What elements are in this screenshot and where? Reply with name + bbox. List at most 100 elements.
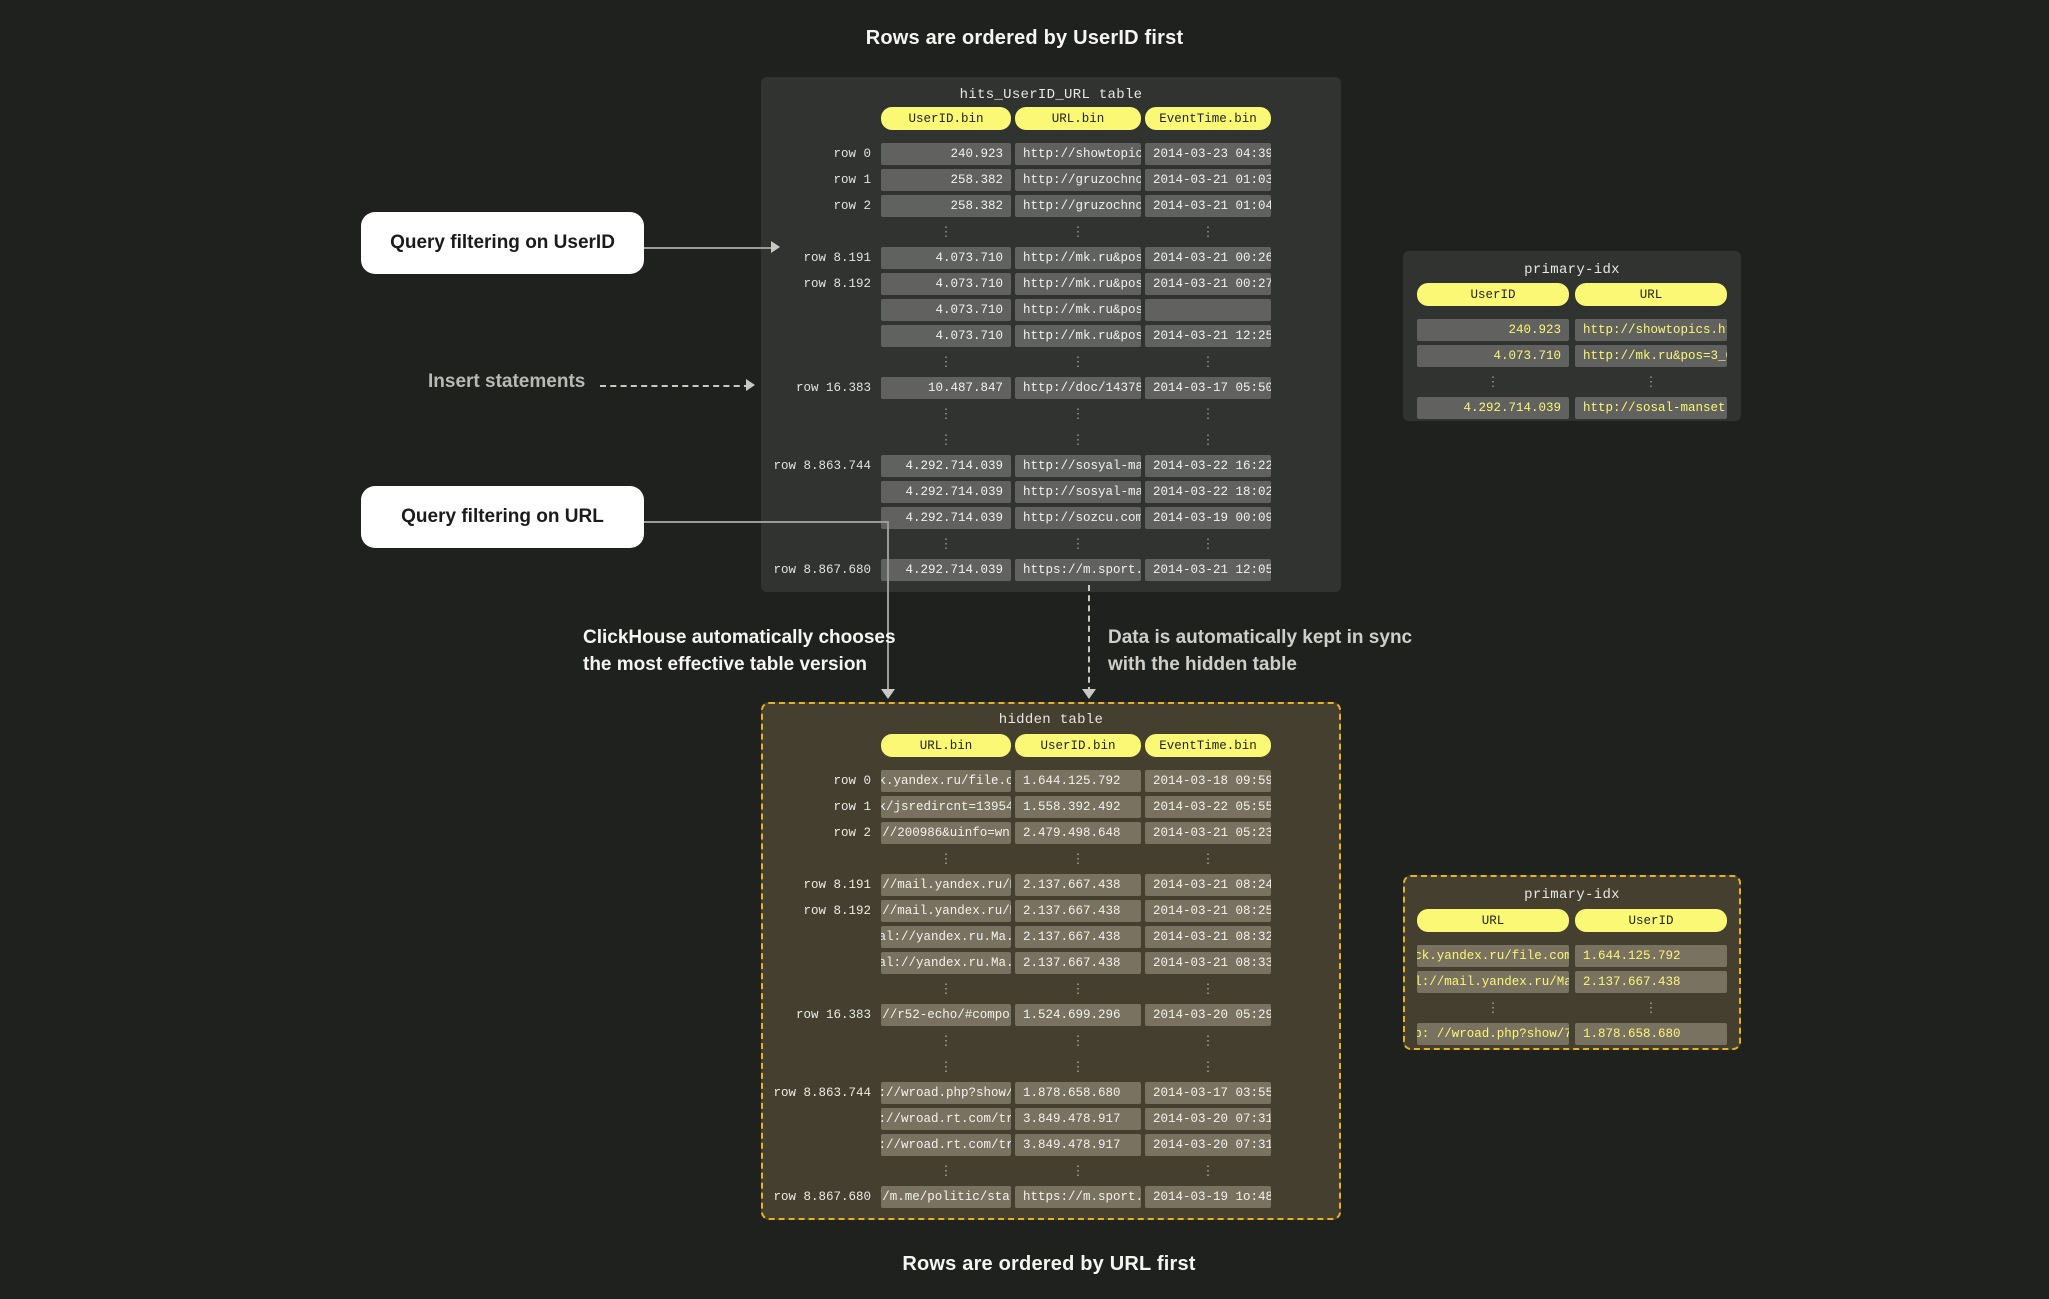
primary-idx-top-header-2: URL: [1575, 283, 1727, 306]
hidden-table-ellipsis-row: [773, 1160, 1329, 1182]
main-table-cell-url: http://gruzochno.ru/ekat...: [1015, 195, 1141, 217]
hidden-table-row-label: row 1: [833, 800, 871, 814]
hidden-table-ellipsis-row: [773, 1056, 1329, 1078]
primary-idx-bottom-ellipsis-row: [1417, 997, 1727, 1019]
primary-idx-top-cell-url: http://showtopics.html%3...: [1575, 319, 1727, 341]
main-table-row: row 2 258.382http://gruzochno.ru/ekat...2…: [773, 195, 1329, 217]
hidden-table-header-spacer: [773, 760, 1329, 770]
callout-query-filtering-url: Query filtering on URL: [361, 486, 644, 548]
primary-idx-top-cell-url: http://sosal-mansetleri...: [1575, 397, 1727, 419]
main-table-row-label: row 16.383: [795, 381, 871, 395]
hidden-table-row: row 8.867.680res://m.me/politic/stati...…: [773, 1186, 1329, 1208]
note-right-line1: Data is automatically kept in sync: [1108, 627, 1413, 648]
main-table-cell-userid: 258.382: [881, 195, 1011, 217]
hidden-table-cell-url: http://wroad.rt.com/tr/...: [881, 1108, 1011, 1130]
main-table-row-label: row 8.192: [803, 277, 871, 291]
connector-url-hline: [644, 521, 888, 523]
main-table-row-label: row 2: [833, 199, 871, 213]
vertical-ellipsis-icon: [881, 1030, 1011, 1052]
main-table-cell-url: http://mk.ru&pos=3_0: [1015, 325, 1141, 347]
page-title-bottom: Rows are ordered by URL first: [902, 1253, 1196, 1275]
main-table-cell-url: http://gruzochno.ru/ekat...: [1015, 169, 1141, 191]
hidden-table-cell-url: goal://mail.yandex.ru/Ma...: [881, 874, 1011, 896]
vertical-ellipsis-icon: [1145, 351, 1271, 373]
main-table-cell-time: 2014-03-21 12:05:41: [1145, 559, 1271, 581]
vertical-ellipsis-icon: [1015, 403, 1141, 425]
hidden-table-header-1: URL.bin: [881, 734, 1011, 757]
primary-idx-top-title: primary-idx: [1524, 262, 1620, 278]
connector-insert-dashed-line: [600, 385, 750, 387]
hidden-table-cell-userid: https://m.sport.airway/?: [1015, 1186, 1141, 1208]
vertical-ellipsis-icon: [1145, 429, 1271, 451]
primary-idx-bottom-cell-userid: 1.878.658.680: [1575, 1023, 1727, 1045]
vertical-ellipsis-icon: [881, 848, 1011, 870]
hidden-table-row: row 8.191goal://mail.yandex.ru/Ma...2.13…: [773, 874, 1329, 896]
main-table-ellipsis-row: [773, 533, 1329, 555]
vertical-ellipsis-icon: [881, 351, 1011, 373]
main-table-cell-url: http://sozcu.com.tr/oaut: [1015, 507, 1141, 529]
hidden-table-cell-userid: 2.137.667.438: [1015, 926, 1141, 948]
primary-idx-top-header-spacer: [1417, 309, 1727, 319]
main-table-cell-time: 2014-03-21 01:03:28: [1145, 169, 1271, 191]
vertical-ellipsis-icon: [1015, 1056, 1141, 1078]
main-table-row: row 16.38310.487.847http://doc/1437831&i…: [773, 377, 1329, 399]
hidden-table-cell-url: goal://200986&uinfo=wn-1...: [881, 822, 1011, 844]
hidden-table-cell-url: res://m.me/politic/stati...: [881, 1186, 1011, 1208]
main-table-cell-url: http://sosyal-mansetleri...: [1015, 455, 1141, 477]
main-table-header-1: UserID.bin: [881, 107, 1011, 130]
note-left-line2: the most effective table version: [583, 653, 868, 675]
hidden-table-cell-time: 2014-03-21 08:24:50: [1145, 874, 1271, 896]
hidden-table-cell-url: /click.yandex.ru/file.co ...: [881, 770, 1011, 792]
hidden-table-cell-userid: 2.137.667.438: [1015, 952, 1141, 974]
primary-idx-bottom-row: goal://mail.yandex.ru/Ma...2.137.667.438: [1417, 971, 1727, 993]
main-table-row-label: row 0: [833, 147, 871, 161]
hidden-table-row-label: row 16.383: [795, 1008, 871, 1022]
main-table-cell-time: 2014-03-21 01:04:08: [1145, 195, 1271, 217]
vertical-ellipsis-icon: [1015, 1030, 1141, 1052]
connector-insert-arrow-icon: [746, 379, 755, 391]
primary-idx-top-row: 240.923 http://showtopics.html%3...: [1417, 319, 1727, 341]
hidden-table-cell-time: 2014-03-18 09:59:01: [1145, 770, 1271, 792]
callout-query-filtering-userid: Query filtering on UserID: [361, 212, 644, 274]
vertical-ellipsis-icon: [1145, 403, 1271, 425]
connector-sync-arrow-icon: [1082, 689, 1096, 699]
vertical-ellipsis-icon: [1417, 371, 1569, 393]
hidden-table-cell-url: goal://r52-echo/#compose...: [881, 1004, 1011, 1026]
primary-idx-bottom-row: http: //wroad.php?show/7...1.878.658.680: [1417, 1023, 1727, 1045]
main-table-row: row 8.1924.073.710http://mk.ru&pos=3_020…: [773, 273, 1329, 295]
hidden-table-cell-url: goal://mail.yandex.ru/Ma...: [881, 900, 1011, 922]
main-table-cell-userid: 4.073.710: [881, 247, 1011, 269]
primary-idx-bottom-cell-userid: 1.644.125.792: [1575, 945, 1727, 967]
main-table-cell-url: http://doc/1437831&is_mo...: [1015, 377, 1141, 399]
hidden-table-row: row 8.192goal://mail.yandex.ru/Ma...2.13…: [773, 900, 1329, 922]
vertical-ellipsis-icon: [881, 1160, 1011, 1182]
hidden-table-cell-userid: 3.849.478.917: [1015, 1134, 1141, 1156]
main-table-cell-time: 2014-03-21 00:26:41: [1145, 247, 1271, 269]
hidden-table-row: goal://yandex.ru.Ma...2.137.667.4382014-…: [773, 926, 1329, 948]
primary-idx-bottom-grid: URLUserID/clck.yandex.ru/file.com...1.64…: [1417, 909, 1727, 1049]
connector-userid-line: [644, 247, 774, 249]
connector-url-vline: [887, 521, 889, 691]
vertical-ellipsis-icon: [881, 403, 1011, 425]
hidden-table-row-label: row 0: [833, 774, 871, 788]
main-table-row: row 8.1914.073.710http://mk.ru&pos=3_020…: [773, 247, 1329, 269]
vertical-ellipsis-icon: [1145, 1160, 1271, 1182]
primary-idx-bottom-title: primary-idx: [1524, 887, 1620, 903]
main-table-cell-time: [1145, 299, 1271, 321]
primary-idx-top-cell-userid: 240.923: [1417, 319, 1569, 341]
vertical-ellipsis-icon: [1015, 429, 1141, 451]
note-right-line2: with the hidden table: [1108, 653, 1297, 675]
main-table-header-2: URL.bin: [1015, 107, 1141, 130]
primary-idx-bottom-cell-url: goal://mail.yandex.ru/Ma...: [1417, 971, 1569, 993]
main-table-row-label: row 8.863.744: [773, 459, 871, 473]
note-data-kept-in-sync: Data is automatically kept in sync with …: [1108, 625, 1412, 679]
main-table-row: row 0240.923http://showtopics.html%3...2…: [773, 143, 1329, 165]
